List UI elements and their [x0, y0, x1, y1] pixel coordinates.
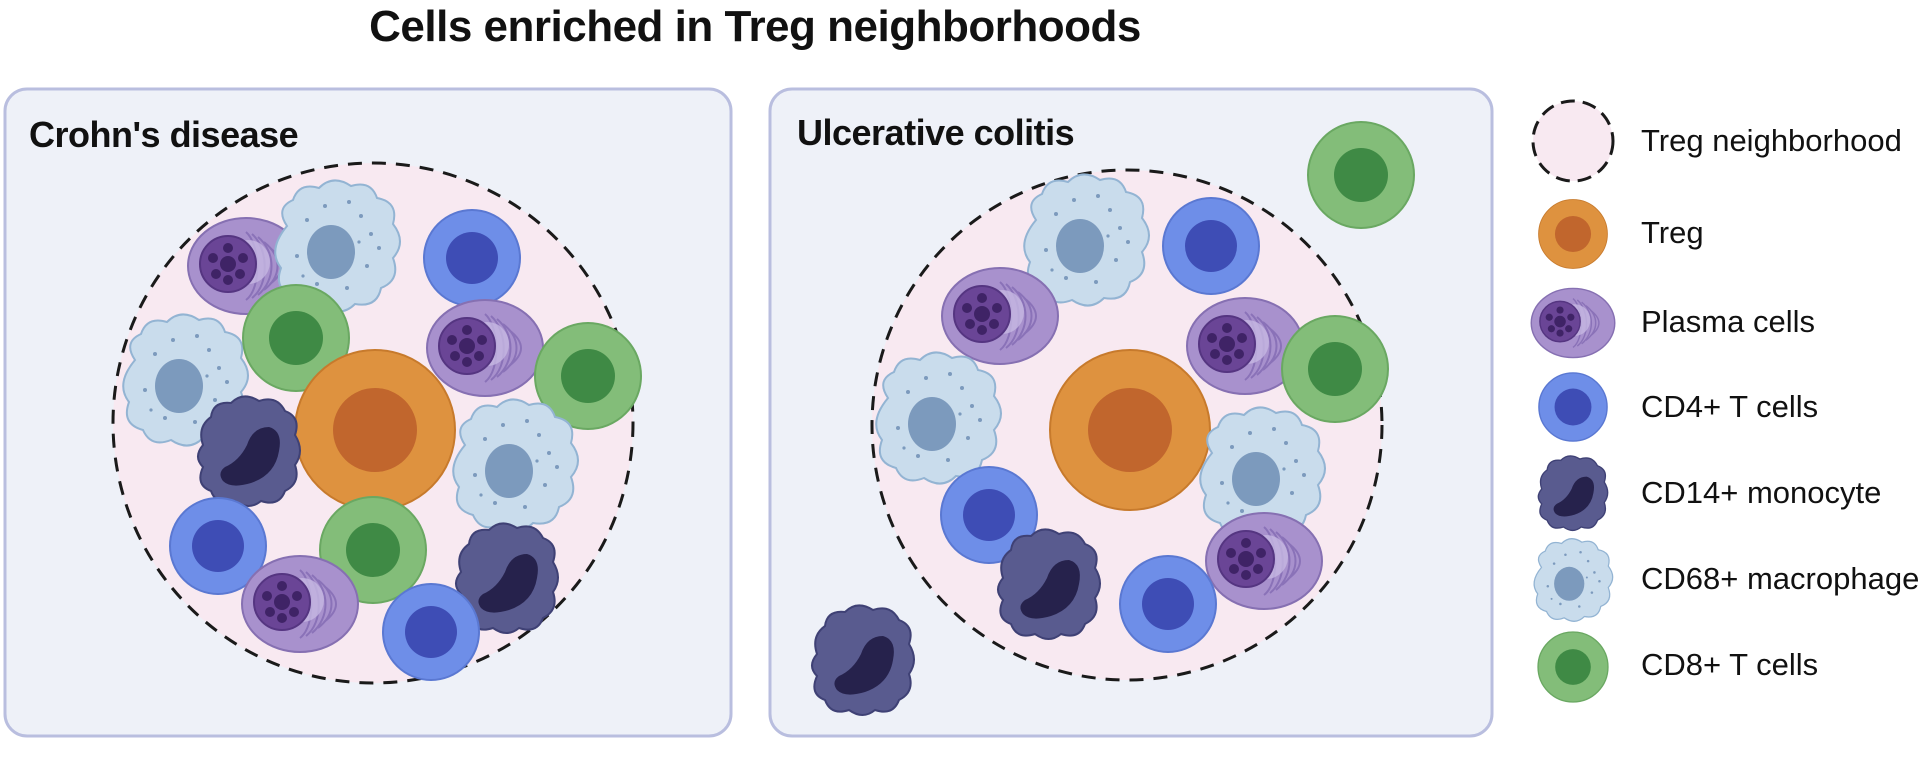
plasma-cell: [941, 267, 1059, 365]
cd4-t-cell: [1162, 197, 1260, 295]
legend-label-cd14-monocyte: CD14+ monocyte: [1641, 475, 1882, 510]
plasma-cell-icon: [1530, 287, 1616, 359]
cd14-monocyte: [997, 528, 1101, 640]
legend-label-plasma-cells: Plasma cells: [1641, 304, 1815, 339]
treg-neighborhood-icon: [1531, 99, 1615, 183]
treg-cell: [294, 349, 456, 511]
cd4-t-cell: [1119, 555, 1217, 653]
panel-crohns-disease: [3, 87, 733, 738]
cd14-monocyte: [811, 604, 915, 716]
cd68-macrophage-icon: [1533, 538, 1614, 622]
cd4-t-cell: [382, 583, 480, 681]
treg-cell-icon: [1538, 199, 1608, 269]
plasma-cell: [426, 299, 544, 397]
panel-ulcerative-colitis: [768, 87, 1494, 738]
cd4-t-cell: [423, 209, 521, 307]
legend: [1530, 99, 1616, 703]
panel-title-crohns: Crohn's disease: [29, 114, 299, 155]
plasma-cell: [241, 555, 359, 653]
panel-title-ulcerative-colitis: Ulcerative colitis: [797, 112, 1075, 153]
cd4-t-cell-icon: [1538, 372, 1608, 442]
legend-label-cd68-macrophage: CD68+ macrophage: [1641, 561, 1920, 596]
legend-label-treg: Treg: [1641, 215, 1704, 250]
cd14-monocyte-icon: [1537, 455, 1609, 532]
treg-cell: [1049, 349, 1211, 511]
figure-title: Cells enriched in Treg neighborhoods: [369, 2, 1141, 51]
cd8-t-cell-icon: [1537, 631, 1609, 703]
cd8-t-cell: [1281, 315, 1389, 423]
plasma-cell: [1205, 512, 1323, 610]
legend-label-treg-neighborhood: Treg neighborhood: [1641, 123, 1902, 158]
cd14-monocyte: [197, 395, 301, 507]
legend-label-cd8-t-cells: CD8+ T cells: [1641, 647, 1819, 682]
legend-label-cd4-t-cells: CD4+ T cells: [1641, 389, 1819, 424]
cd8-t-cell: [1307, 121, 1415, 229]
